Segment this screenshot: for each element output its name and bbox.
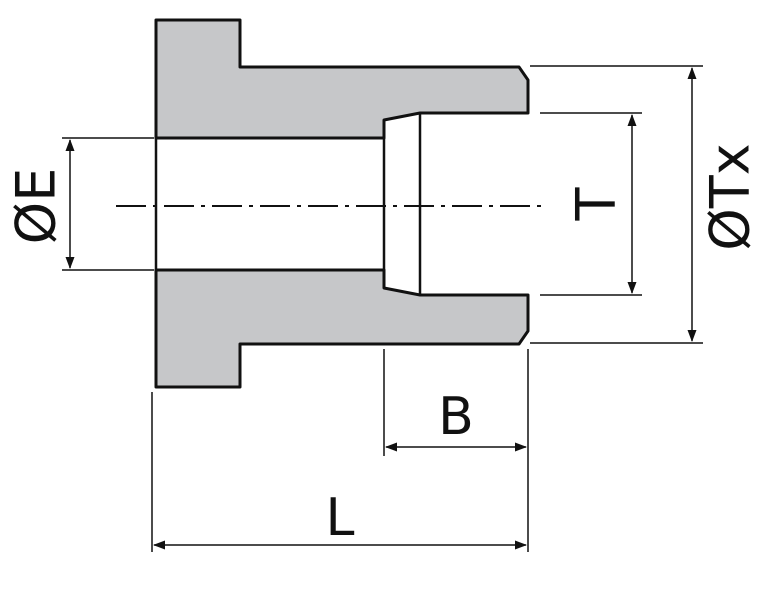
dimension-e-label: ØE xyxy=(5,168,68,245)
fitting-body xyxy=(154,18,530,389)
dimension-t: T xyxy=(540,112,642,296)
dimension-tx-label: ØTx xyxy=(699,143,762,250)
dimension-b: B xyxy=(383,349,529,456)
fitting-top-wall xyxy=(154,18,530,140)
dimension-tx: ØTx xyxy=(530,65,762,344)
dimension-l: L xyxy=(151,392,529,552)
dimension-e: ØE xyxy=(5,137,154,271)
dimension-b-label: B xyxy=(438,387,474,447)
fitting-bottom-wall xyxy=(154,268,530,389)
dimension-t-label: T xyxy=(565,187,628,222)
dimension-l-label: L xyxy=(326,488,355,548)
bore-lines xyxy=(154,113,422,295)
